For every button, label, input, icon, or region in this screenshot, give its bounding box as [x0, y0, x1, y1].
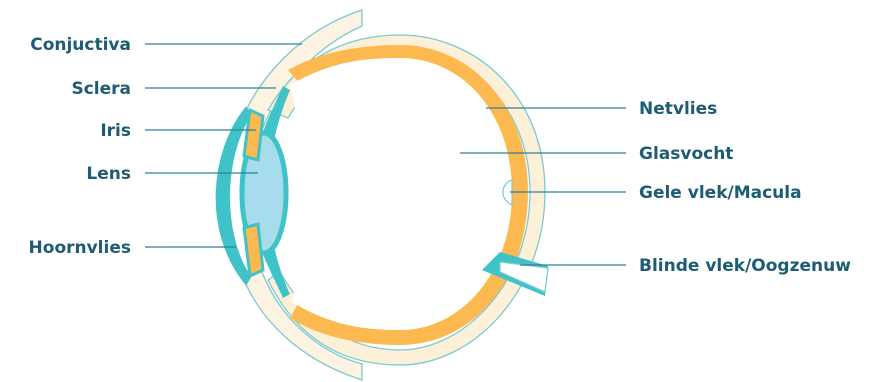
label-lens: Lens — [86, 164, 131, 184]
label-glasvocht: Glasvocht — [639, 144, 733, 164]
label-hoornvlies: Hoornvlies — [29, 238, 131, 258]
optic-nerve-outer — [499, 261, 549, 293]
label-netvlies: Netvlies — [639, 99, 717, 119]
leader-lines — [145, 43, 626, 266]
ciliary-body-bottom — [260, 246, 290, 298]
label-conjuctiva: Conjuctiva — [30, 35, 131, 55]
label-iris: Iris — [100, 121, 131, 141]
ciliary-body-top — [260, 86, 290, 140]
iris-top — [242, 107, 265, 162]
cornea-hoornvlies — [215, 106, 252, 286]
label-sclera: Sclera — [71, 79, 131, 99]
right-labels: Netvlies Glasvocht Gele vlek/Macula Blin… — [639, 99, 851, 276]
lens — [239, 130, 289, 256]
left-labels: Conjuctiva Sclera Iris Lens Hoornvlies — [29, 35, 131, 258]
macula-dimple — [502, 179, 513, 206]
iris-bottom — [242, 222, 265, 279]
label-blinde-vlek: Blinde vlek/Oogzenuw — [639, 256, 851, 276]
label-gele-vlek: Gele vlek/Macula — [639, 183, 802, 203]
vitreous-body-glasvocht — [290, 58, 512, 330]
